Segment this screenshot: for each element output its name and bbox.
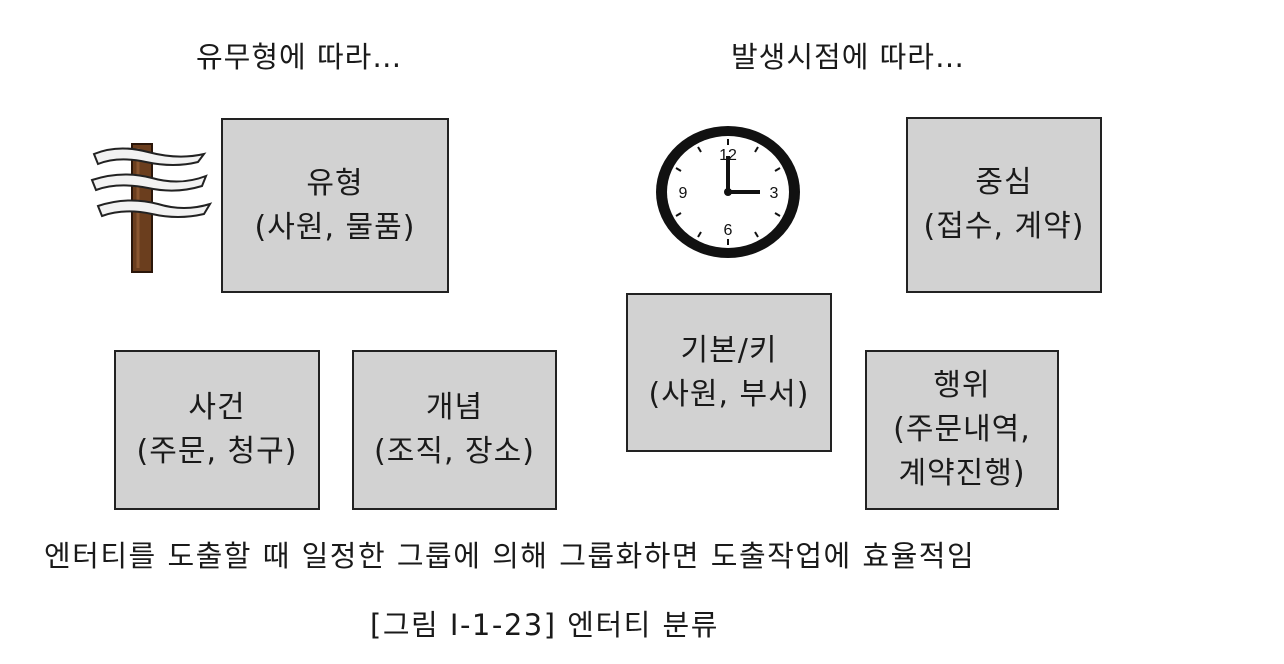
entity-box-core: 중심 (접수, 계약) — [906, 117, 1102, 293]
entity-box-title: 중심 — [975, 165, 1033, 200]
entity-box-event: 사건 (주문, 청구) — [114, 350, 320, 510]
entity-box-concept: 개념 (조직, 장소) — [352, 350, 557, 510]
entity-box-title: 사건 — [188, 390, 246, 425]
entity-box-type: 유형 (사원, 물품) — [221, 118, 449, 293]
entity-box-example-line2: 계약진행) — [898, 456, 1026, 491]
clock-numeral-9: 9 — [679, 185, 688, 202]
entity-box-example: (사원, 물품) — [254, 209, 416, 245]
clock-numeral-6: 6 — [724, 222, 733, 239]
entity-box-title: 기본/키 — [680, 332, 778, 368]
entity-box-title: 행위 — [933, 368, 991, 403]
entity-box-basic-key: 기본/키 (사원, 부서) — [626, 293, 832, 452]
description-text: 엔터티를 도출할 때 일정한 그룹에 의해 그룹화하면 도출작업에 효율적임 — [44, 539, 976, 573]
clock-icon: 12 3 6 9 — [656, 126, 800, 258]
entity-box-example: (조직, 장소) — [374, 434, 535, 469]
figure-caption: [그림 Ⅰ-1-23] 엔터티 분류 — [370, 608, 719, 642]
signpost-icon — [90, 143, 213, 273]
entity-box-title: 유형 — [306, 165, 364, 201]
entity-box-title: 개념 — [425, 390, 484, 425]
entity-box-example-line1: (주문내역, — [893, 412, 1031, 447]
entity-box-example: (사원, 부서) — [648, 376, 810, 412]
entity-box-action: 행위 (주문내역, 계약진행) — [865, 350, 1059, 510]
entity-box-example: (접수, 계약) — [923, 209, 1085, 244]
heading-tangibility: 유무형에 따라… — [196, 40, 403, 74]
entity-box-example: (주문, 청구) — [136, 434, 298, 469]
clock-numeral-12: 12 — [719, 147, 737, 164]
clock-numeral-3: 3 — [770, 185, 779, 202]
heading-occurrence-time: 발생시점에 따라… — [731, 40, 965, 74]
